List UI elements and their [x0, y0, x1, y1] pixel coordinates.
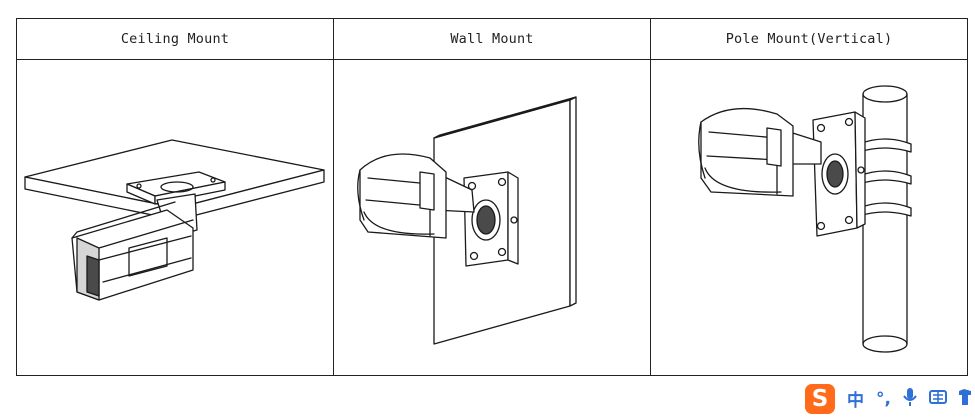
cell-pole-mount: [650, 59, 968, 376]
ceiling-mount-illustration: [24, 139, 325, 301]
ime-language-toggle[interactable]: 中: [847, 391, 864, 411]
ime-toolbar: S 中 °,: [797, 378, 975, 419]
cell-ceiling-mount: [16, 59, 334, 376]
ime-punctuation-toggle[interactable]: °,: [876, 388, 891, 409]
table-illustration-row: [16, 59, 968, 376]
microphone-icon[interactable]: [903, 387, 917, 411]
header-pole-mount: Pole Mount(Vertical): [650, 18, 968, 60]
table-header-row: Ceiling Mount Wall Mount Pole Mount(Vert…: [16, 18, 968, 60]
header-wall-mount: Wall Mount: [333, 18, 651, 60]
mount-options-table: Ceiling Mount Wall Mount Pole Mount(Vert…: [16, 18, 968, 376]
header-ceiling-mount: Ceiling Mount: [16, 18, 334, 60]
wall-mount-illustration: [357, 96, 577, 345]
keyboard-icon[interactable]: [928, 389, 947, 409]
cell-wall-mount: [333, 59, 651, 376]
pole-mount-illustration: [698, 85, 912, 353]
shirt-icon[interactable]: [958, 388, 971, 409]
sogou-s-icon[interactable]: S: [805, 383, 835, 414]
